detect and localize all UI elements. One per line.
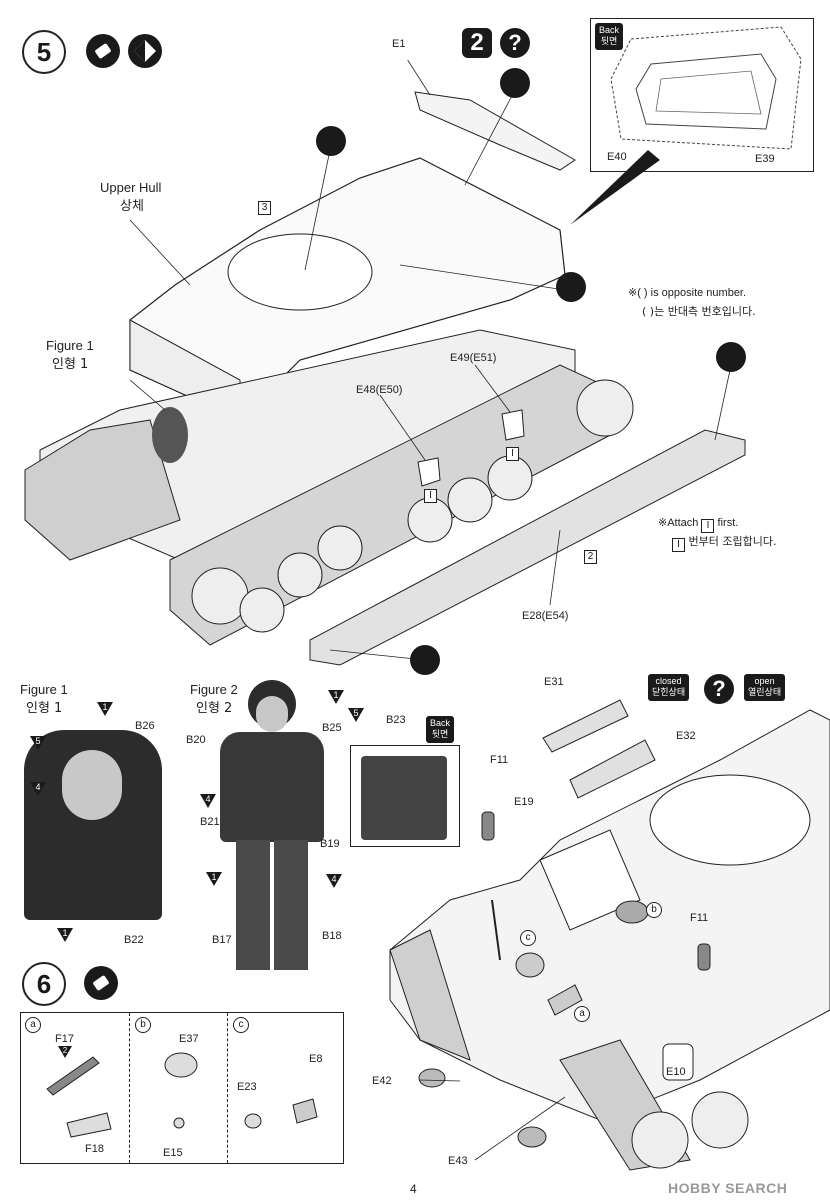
svg-text:4: 4 xyxy=(331,874,336,884)
note-attach-ko: I 번부터 조립합니다. xyxy=(672,533,776,552)
svg-text:1: 1 xyxy=(62,928,67,938)
fig1-part-b22: B22 xyxy=(124,934,144,946)
glue-point-icon xyxy=(410,645,440,675)
inset-label-e40: E40 xyxy=(607,151,627,163)
cement-icon xyxy=(128,34,162,68)
i-mark: I xyxy=(424,489,437,503)
part-e32: E32 xyxy=(676,730,696,742)
svg-text:1: 1 xyxy=(333,690,338,700)
arrow-marker-5: 5 xyxy=(30,736,46,750)
svg-text:4: 4 xyxy=(35,782,40,792)
step-ref-2: 2 xyxy=(584,550,597,564)
figure2-photo xyxy=(200,680,340,990)
figure2-title: Figure 2 xyxy=(190,682,238,697)
glue-point-icon xyxy=(716,342,746,372)
inset-label-e39: E39 xyxy=(755,153,775,165)
step-6-number: 6 xyxy=(22,962,66,1006)
glue-icon xyxy=(84,966,118,1000)
step-ref-3: 3 xyxy=(258,201,271,215)
arrow-marker-2: 2 xyxy=(58,1046,72,1058)
part-e43: E43 xyxy=(448,1155,468,1167)
part-e49: E49(E51) xyxy=(450,352,497,364)
arrow-marker-1: 1 xyxy=(57,928,73,942)
page-number: 4 xyxy=(410,1182,417,1196)
part-e19: E19 xyxy=(514,796,534,808)
step6-subassembly-box: a b c F17 2 F18 E37 E15 E23 E8 xyxy=(20,1012,344,1164)
figure1-photo xyxy=(24,730,162,920)
arrow-marker-1: 1 xyxy=(206,872,222,886)
part-e15: E15 xyxy=(163,1147,183,1159)
note-attach-en: ※Attach I first. xyxy=(658,517,739,533)
sub-mark-a: a xyxy=(574,1006,590,1022)
part-f11-b: F11 xyxy=(690,912,709,924)
fig2-part-b20: B20 xyxy=(186,734,206,746)
svg-text:5: 5 xyxy=(353,708,358,718)
arrow-marker-1: 1 xyxy=(97,702,113,716)
arrow-marker-4: 4 xyxy=(326,874,342,888)
arrow-marker-4: 4 xyxy=(30,782,46,796)
svg-text:1: 1 xyxy=(102,702,107,712)
upper-hull-label-ko: 상체 xyxy=(120,199,144,214)
tank-assembly-illustration xyxy=(24,60,746,666)
hatch-detail-illustration xyxy=(389,699,830,1171)
glue-point-icon xyxy=(556,272,586,302)
cutter-icon xyxy=(316,126,346,156)
figure-back-inset xyxy=(350,745,460,847)
sub-mark-c: c xyxy=(233,1017,249,1033)
arrow-marker-5: 5 xyxy=(348,708,364,722)
part-f18: F18 xyxy=(85,1143,104,1155)
note-opposite-ko: ( )는 반대측 번호입니다. xyxy=(642,305,756,318)
fig2-part-b18: B18 xyxy=(322,930,342,942)
sub-mark-b: b xyxy=(135,1017,151,1033)
part-e23: E23 xyxy=(237,1081,257,1093)
figure1-title-ko: 인형 1 xyxy=(26,701,63,716)
note-opposite-en: ※( ) is opposite number. xyxy=(628,287,747,299)
svg-text:2: 2 xyxy=(63,1046,68,1055)
part-e42: E42 xyxy=(372,1075,392,1087)
inset-pointer xyxy=(570,150,660,225)
upper-hull-label: Upper Hull xyxy=(100,180,162,195)
part-e48: E48(E50) xyxy=(356,384,403,396)
figure2-title-ko: 인형 2 xyxy=(196,701,233,716)
i-mark: I xyxy=(506,447,519,461)
fig2-part-b25: B25 xyxy=(322,722,342,734)
part-b23: B23 xyxy=(386,714,406,726)
question-mark-icon: ? xyxy=(500,28,530,58)
glue-point-icon xyxy=(500,68,530,98)
arrow-marker-1: 1 xyxy=(328,690,344,704)
step-5-number: 5 xyxy=(22,30,66,74)
part-f17: F17 xyxy=(55,1033,74,1045)
svg-text:1: 1 xyxy=(211,872,216,882)
fig2-part-b21: B21 xyxy=(200,816,220,828)
assemble-number-mark: 2 xyxy=(462,28,492,58)
svg-text:5: 5 xyxy=(35,736,40,746)
figure1-title: Figure 1 xyxy=(20,682,68,697)
fig1-part-b26: B26 xyxy=(135,720,155,732)
figure1-label-ko: 인형 1 xyxy=(52,357,89,372)
svg-text:4: 4 xyxy=(205,794,210,804)
sub-mark-a: a xyxy=(25,1017,41,1033)
part-e28: E28(E54) xyxy=(522,610,569,622)
sub-mark-b: b xyxy=(646,902,662,918)
question-mark-icon: ? xyxy=(704,674,734,704)
part-e8: E8 xyxy=(309,1053,323,1065)
fig2-part-b17: B17 xyxy=(212,934,232,946)
figure1-face xyxy=(62,750,122,820)
arrow-marker-4: 4 xyxy=(200,794,216,808)
part-e37: E37 xyxy=(179,1033,199,1045)
part-e31: E31 xyxy=(544,676,564,688)
figure1-label: Figure 1 xyxy=(46,338,94,353)
watermark: HOBBY SEARCH xyxy=(668,1180,788,1196)
part-e1: E1 xyxy=(392,38,406,50)
fig2-part-b19: B19 xyxy=(320,838,340,850)
part-e10: E10 xyxy=(666,1066,686,1078)
sub-mark-c: c xyxy=(520,930,536,946)
part-f11: F11 xyxy=(490,754,509,766)
glue-icon xyxy=(86,34,120,68)
